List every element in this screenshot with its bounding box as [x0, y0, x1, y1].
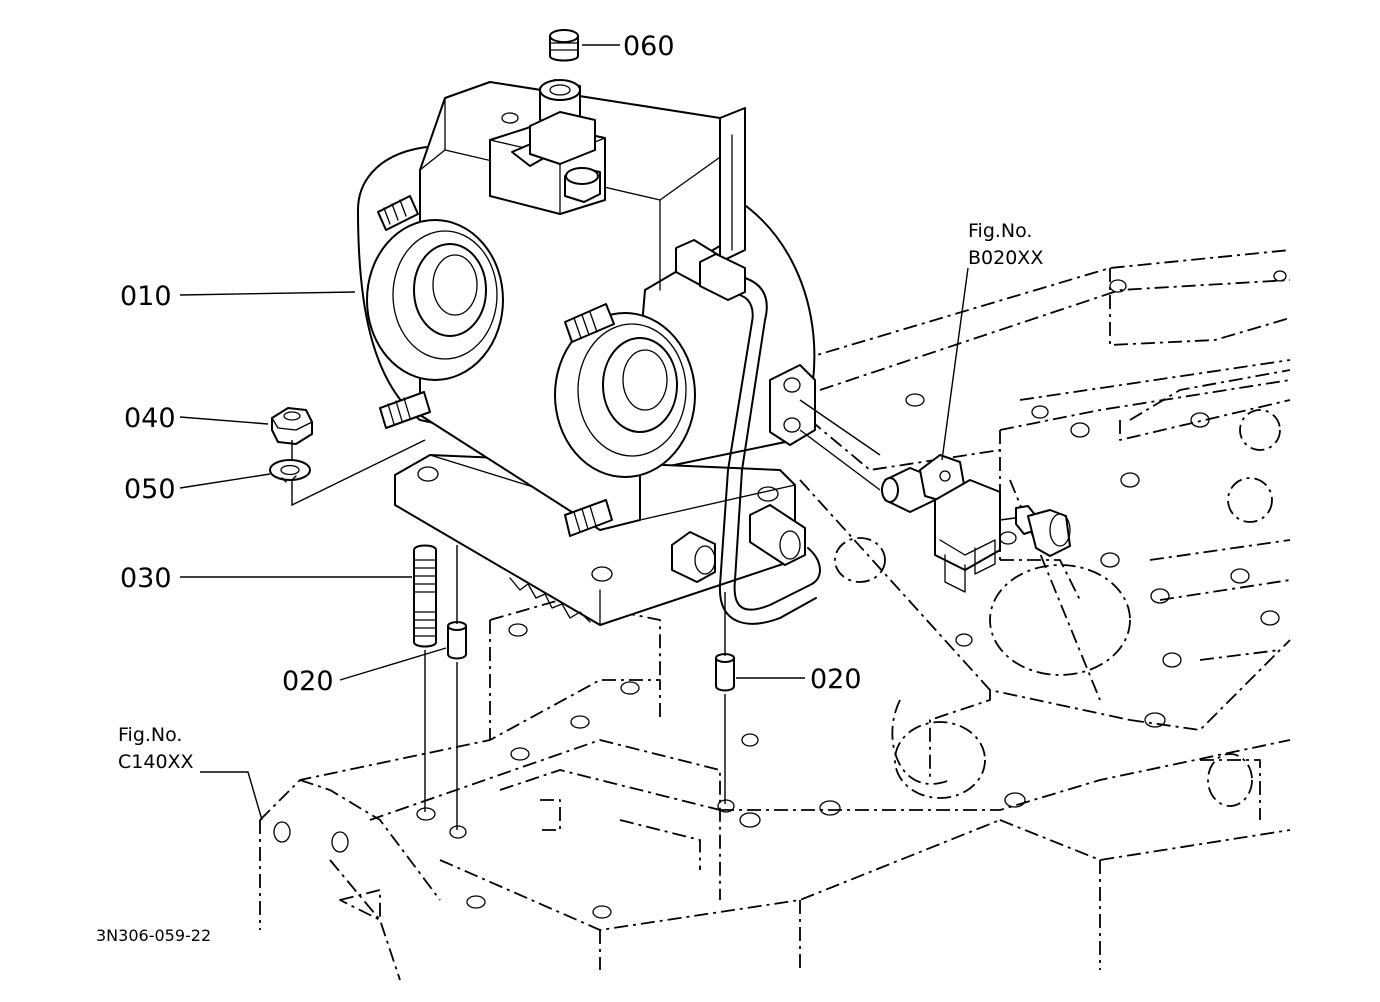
callout-010: 010 [120, 281, 172, 312]
callout-050: 050 [124, 474, 176, 505]
stud-030 [413, 544, 437, 648]
drawing-id: 3N306-059-22 [96, 926, 211, 945]
alignment-lines [291, 399, 1016, 830]
nut-040 [271, 407, 313, 445]
speed-sensor [881, 454, 1001, 593]
fig-ref-b-code: B020XX [968, 247, 1043, 269]
plug-bolt [1015, 505, 1071, 557]
fig-ref-c-code: C140XX [118, 751, 194, 773]
fig-ref-c-label: Fig.No. [118, 724, 182, 746]
washer-050 [269, 459, 311, 483]
plug-060 [549, 29, 579, 62]
dowel-pin-020-right [715, 653, 735, 692]
housing-studs [377, 195, 615, 537]
callout-020-left: 020 [282, 666, 334, 697]
callout-040: 040 [124, 403, 176, 434]
dowel-pin-020-left [447, 621, 467, 660]
hydraulic-housing-assembly [357, 79, 816, 626]
callout-020-right: 020 [810, 664, 862, 695]
hydraulic-pipe [699, 253, 821, 625]
callout-060: 060 [623, 31, 675, 62]
leader-lines [179, 44, 969, 821]
callout-030: 030 [120, 563, 172, 594]
fig-ref-b-label: Fig.No. [968, 220, 1032, 242]
